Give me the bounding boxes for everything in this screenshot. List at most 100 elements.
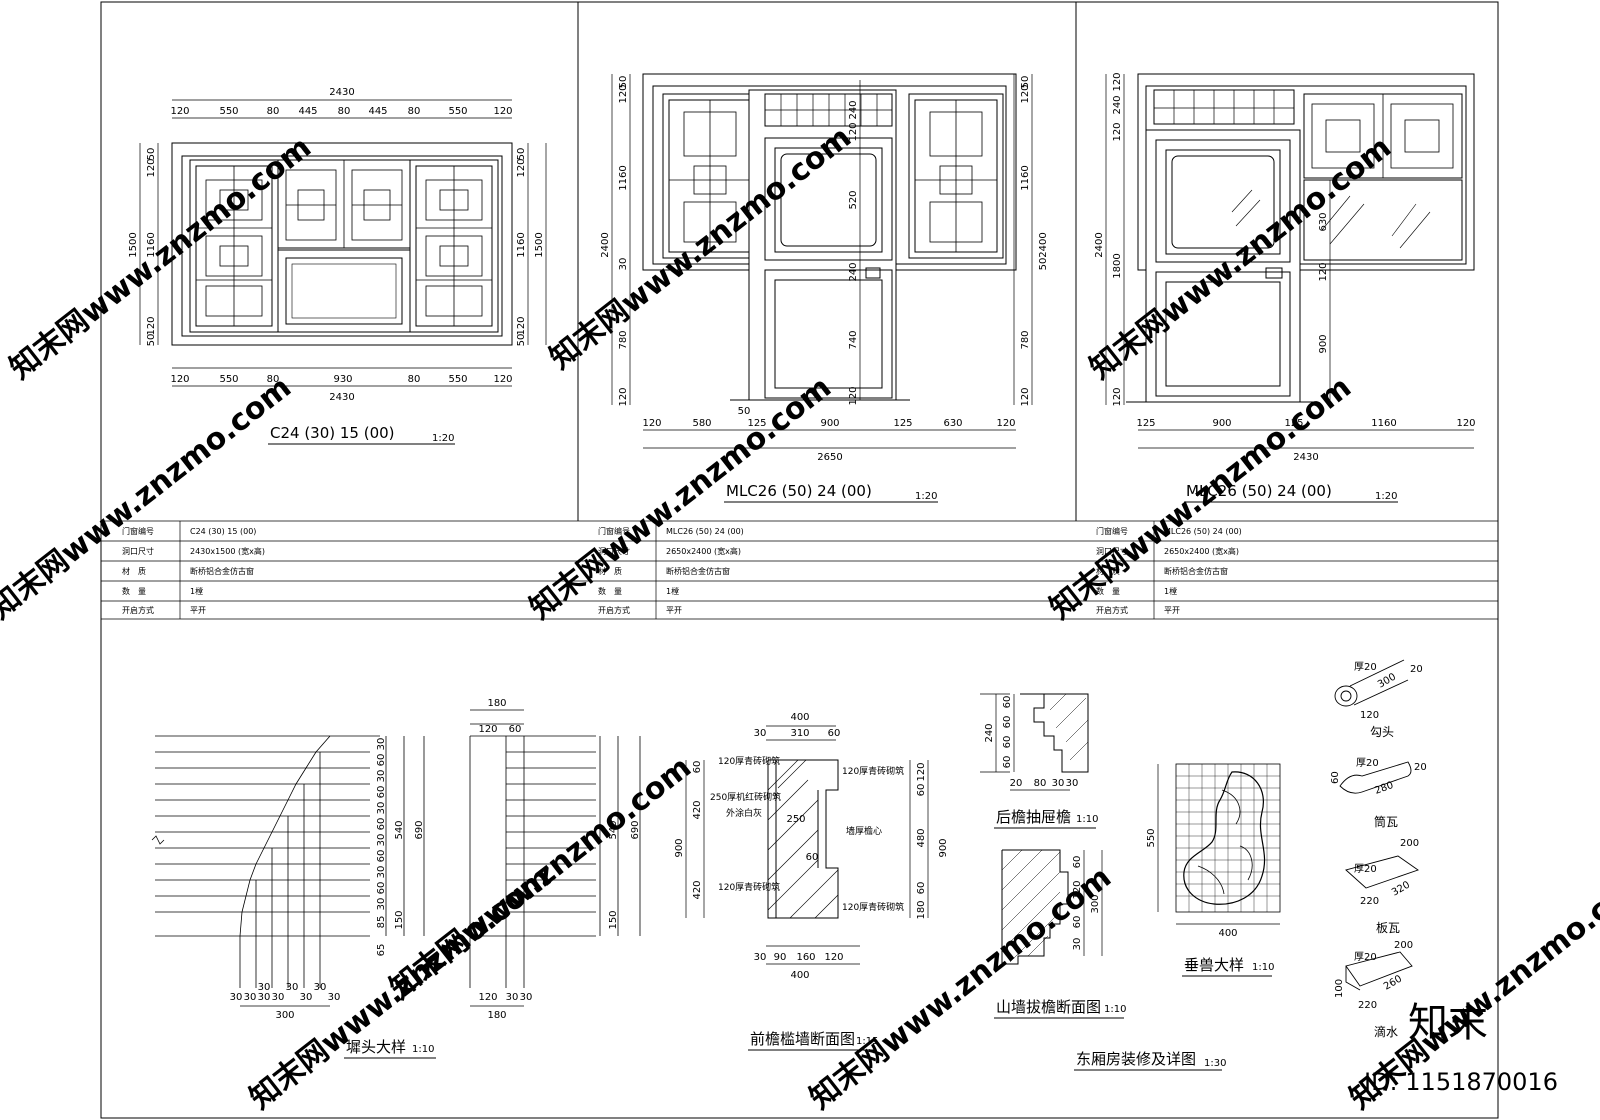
c24-dim-labels: 2430 120 550 80 445 80 445 80 550 120 12… (128, 87, 545, 403)
c24-top-dim: 445 (368, 106, 387, 117)
mlc-b-title: MLC26 (50) 24 (00) (1186, 482, 1332, 500)
tile-dim: 60 (1330, 771, 1341, 784)
mlc-b-left-dim: 120 (1112, 122, 1123, 141)
eave-bottom-dim: 80 (1034, 778, 1047, 789)
schedule-cell: 断桥铝合金仿古窗 (190, 566, 254, 576)
schedule-cell: 2650x2400 (宽x高) (666, 546, 741, 556)
eave-left-dim: 60 (1002, 756, 1013, 769)
eave-left-dim: 60 (1002, 716, 1013, 729)
door-window-schedule (101, 520, 1498, 620)
tou-side-dim: 120 (478, 992, 497, 1003)
mlc-b-bottom-dim: 120 (1456, 418, 1475, 429)
mlc-b-right-dim: 900 (1318, 334, 1329, 353)
schedule-cell: 1樘 (1164, 586, 1177, 596)
schedule-cell: 平开 (666, 606, 682, 615)
tile-dim: 220 (1358, 1000, 1377, 1011)
wall-note: 120厚青砖砌筑 (718, 881, 780, 893)
eave-title-block: 后檐抽屉檐 1:10 (994, 808, 1098, 829)
beast-scale: 1:10 (1252, 962, 1274, 973)
wall-bottom-total: 400 (790, 970, 809, 981)
wall-title: 前檐槛墙断面图 (750, 1030, 855, 1048)
tou-total: 150 (394, 910, 405, 929)
eave-title: 后檐抽屉檐 (996, 808, 1071, 826)
tou-dim: 60 (376, 818, 387, 831)
tou-bottom-dim: 30 (230, 992, 243, 1003)
c24-bottom-dim: 120 (170, 374, 189, 385)
group-scale: 1:30 (1204, 1058, 1226, 1069)
c24-top-dim: 550 (448, 106, 467, 117)
wall-left-total: 900 (674, 838, 685, 857)
mlc-a-right-dim: 1160 (1020, 165, 1031, 190)
c24-title: C24 (30) 15 (00) (270, 424, 395, 442)
mlc-a-bottom-total: 2650 (817, 452, 842, 463)
gable-title-block: 山墙拔檐断面图 1:10 (994, 998, 1126, 1019)
eave-bottom-dim: 20 (1010, 778, 1023, 789)
schedule-label: 材 质 (1096, 566, 1120, 576)
tou-dim-labels: 30 60 30 60 30 60 30 60 30 60 30 85 65 5… (230, 698, 641, 1021)
wall-right-dim: 60 (916, 784, 927, 797)
mlc-a-left-dim: 120 (618, 387, 629, 406)
c24-bottom-dim: 550 (219, 374, 238, 385)
tou-scale: 1:10 (412, 1044, 434, 1055)
wall-left-dim: 60 (692, 761, 703, 774)
wall-bottom-dim: 30 (754, 952, 767, 963)
eave-bottom-dim: 30 (1066, 778, 1079, 789)
c24-top-dim: 120 (170, 106, 189, 117)
tile-dim: 120 (1360, 710, 1379, 721)
tile-dim: 280 (1373, 780, 1395, 797)
schedule-labels: 门窗编号 洞口尺寸 材 质 数 量 开启方式 门窗编号 洞口尺寸 材 质 数 量… (122, 526, 1242, 615)
tou-title-block: 墀头大样 1:10 (344, 1038, 436, 1059)
wall-section (685, 725, 929, 965)
wall-bottom-dim: 160 (796, 952, 815, 963)
eave-left-dim: 60 (1002, 696, 1013, 709)
c24-right-dim: 120 (516, 316, 527, 335)
eave-left-total: 240 (984, 723, 995, 742)
gable-labels: 60 120 60 30 300 (1072, 856, 1101, 951)
mlc-a-left-total: 2400 (600, 232, 611, 257)
c24-dimensions (139, 99, 547, 387)
schedule-label: 洞口尺寸 (1096, 546, 1128, 556)
mlc-a-bottom-dim: 120 (996, 418, 1015, 429)
tou-side-dim: 30 (520, 992, 533, 1003)
c24-left-dim: 50 (146, 148, 157, 161)
tile-dim: 厚20 (1354, 951, 1377, 963)
tou-side-view (469, 709, 641, 1007)
tou-dim: 60 (376, 786, 387, 799)
mlc-b-bottom-dim: 1160 (1371, 418, 1396, 429)
c24-top-dim: 120 (493, 106, 512, 117)
mlc-b-right-dim: 120 (1318, 262, 1329, 281)
gable-right-dim: 60 (1072, 916, 1083, 929)
tile-dim: 220 (1360, 896, 1379, 907)
mlc-b-bottom-total: 2430 (1293, 452, 1318, 463)
c24-top-dim: 80 (408, 106, 421, 117)
c24-window-elevation (171, 142, 513, 346)
mlc-a-scale: 1:20 (915, 491, 937, 502)
mlc-a-center-dim: 520 (848, 190, 859, 209)
wall-labels: 400 30 310 60 120厚青砖砌筑 250厚机红砖砌筑 外涂白灰 12… (674, 712, 949, 981)
mlc-a-dims (611, 74, 1033, 449)
tou-dim: 30 (376, 866, 387, 879)
gable-right-dim: 30 (1072, 938, 1083, 951)
schedule-cell: MLC26 (50) 24 (00) (666, 527, 744, 536)
wall-note: 250厚机红砖砌筑 (710, 791, 781, 803)
c24-right-dim: 1160 (516, 232, 527, 257)
eave-left-dim: 60 (1002, 736, 1013, 749)
tou-title: 墀头大样 (346, 1038, 406, 1056)
tile-dim: 厚20 (1354, 661, 1377, 673)
tou-bottom-dim: 30 (286, 982, 299, 993)
wall-right-dim: 60 (916, 882, 927, 895)
c24-left-total: 1500 (128, 232, 139, 257)
eave-bottom-dim: 30 (1052, 778, 1065, 789)
mlc-a-left-dim: 780 (618, 330, 629, 349)
tou-bottom-dim: 30 (258, 982, 271, 993)
mlc-a-left-dim: 1160 (618, 165, 629, 190)
c24-right-dim: 120 (516, 158, 527, 177)
c24-title-block: C24 (30) 15 (00) 1:20 (268, 424, 455, 445)
schedule-label: 数 量 (1096, 586, 1120, 596)
mlc-a-left-dim: 50 (618, 76, 629, 89)
schedule-label: 洞口尺寸 (598, 546, 630, 556)
wall-right-dim: 480 (916, 828, 927, 847)
mlc-a-center-dim: 240 (848, 100, 859, 119)
mlc-b-left-dim: 1800 (1112, 253, 1123, 278)
tou-side-dim: 60 (509, 724, 522, 735)
